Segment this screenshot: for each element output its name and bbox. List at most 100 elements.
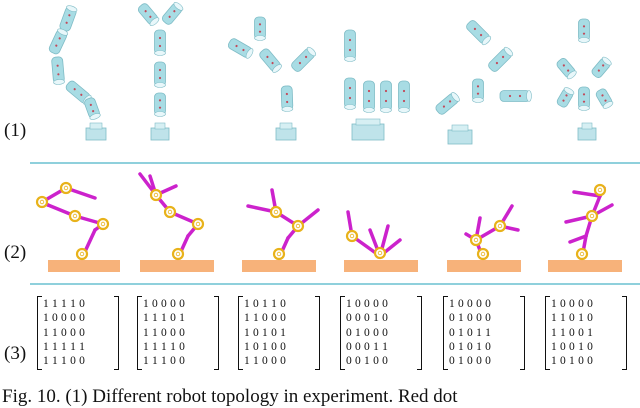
joint [272, 247, 286, 261]
matrix-row: 0 0 0 1 1 [346, 340, 389, 353]
row-label-1: (1) [4, 120, 27, 141]
red-dot [367, 99, 371, 103]
red-dot [582, 32, 586, 35]
red-dot [518, 94, 522, 98]
row-label-2: (2) [4, 242, 27, 263]
joint [291, 219, 305, 233]
adjacency-matrix-1: 1 1 1 1 0 1 0 0 0 0 1 1 0 0 0 1 1 1 1 1 … [37, 296, 125, 371]
joint [96, 217, 110, 231]
matrix-row: 0 1 0 1 1 [449, 326, 492, 339]
link-bar [572, 190, 602, 198]
cylinder-link [280, 85, 294, 112]
red-dot [508, 94, 512, 98]
red-dot [286, 100, 289, 104]
matrix-row: 1 0 1 0 0 [551, 355, 594, 368]
red-dot [158, 76, 162, 80]
joint [171, 247, 185, 261]
red-dot [158, 106, 162, 109]
red-dot [384, 89, 388, 93]
matrix-row: 1 1 1 0 0 [43, 355, 86, 368]
cylinder-link [84, 97, 101, 120]
red-dot [58, 37, 61, 40]
red-dot [479, 33, 483, 37]
red-dot [402, 99, 406, 103]
red-dot [57, 73, 60, 76]
red-dot [597, 69, 600, 72]
adjacency-matrix-3: 1 0 1 1 0 1 1 0 0 0 1 0 1 0 1 1 0 1 0 0 … [238, 296, 326, 371]
red-dot [158, 99, 162, 102]
red-dot [348, 86, 352, 90]
red-dot [567, 69, 570, 72]
robot-base [447, 124, 473, 145]
adjacency-matrix-4: 1 0 0 0 0 0 0 0 1 0 0 1 0 0 0 0 0 0 1 1 … [340, 296, 428, 371]
red-dot [242, 48, 245, 52]
ground-plate [344, 260, 418, 272]
robot-base [275, 122, 297, 141]
red-dot [173, 10, 176, 13]
ground-plate [548, 260, 622, 272]
joint [59, 181, 73, 195]
joint [75, 247, 89, 261]
red-dot [68, 14, 71, 17]
matrix-row: 1 0 1 0 1 [244, 326, 287, 339]
red-dot [602, 64, 605, 67]
red-dot [501, 55, 505, 59]
robot-base [577, 122, 597, 141]
cylinder-link [154, 61, 166, 88]
matrix-row: 1 1 1 0 1 [143, 312, 186, 325]
matrix-row: 1 0 0 0 0 [43, 312, 86, 325]
red-dot [473, 27, 477, 31]
red-dot [565, 94, 568, 97]
red-dot [367, 89, 371, 93]
cylinder-link [578, 18, 590, 43]
red-dot [80, 93, 83, 96]
red-dot [495, 61, 499, 65]
red-dot [271, 61, 274, 65]
cylinder-link [363, 80, 375, 113]
matrix-row: 1 1 0 1 0 [551, 312, 594, 325]
cylinder-link [578, 86, 590, 111]
red-dot [476, 92, 480, 95]
cylinder-link [344, 77, 356, 110]
red-dot [582, 100, 586, 103]
cylinder-link [499, 90, 532, 102]
ground-plate [48, 260, 120, 272]
matrix-row: 1 1 1 0 0 [143, 355, 186, 368]
red-dot [348, 38, 352, 42]
matrix-row: 1 1 0 0 0 [244, 312, 287, 325]
red-dot [168, 15, 171, 18]
joint [35, 195, 49, 209]
cylinder-link [398, 80, 410, 113]
matrix-row: 1 0 0 0 0 [449, 298, 492, 310]
red-dot [73, 88, 76, 91]
joint [68, 209, 82, 223]
matrix-row: 1 1 0 0 0 [244, 355, 287, 368]
joint [476, 247, 490, 261]
red-dot [562, 64, 565, 67]
cylinder-link [466, 20, 492, 46]
matrix-row: 1 1 1 1 0 [43, 298, 86, 310]
cylinder-link [435, 92, 460, 115]
cylinder-link [344, 29, 356, 62]
matrix-row: 0 1 0 0 0 [449, 312, 492, 325]
red-dot [92, 110, 95, 113]
red-dot [158, 36, 162, 40]
red-dot [89, 103, 92, 106]
matrix-row: 1 0 1 1 0 [244, 298, 287, 310]
red-dot [384, 99, 388, 103]
robot-schematic-row [35, 172, 622, 272]
cylinder-link [591, 56, 612, 78]
cylinder-link [161, 2, 184, 25]
robot-base [150, 122, 170, 141]
joint [373, 246, 387, 260]
red-dot [235, 44, 238, 48]
ground-plate [242, 260, 316, 272]
red-dot [65, 21, 68, 24]
robot-base [85, 122, 107, 141]
cylinder-link [556, 87, 575, 108]
matrix-row: 1 0 0 0 0 [346, 298, 389, 310]
cylinder-link [556, 58, 577, 80]
red-dot [144, 10, 147, 13]
red-dot [402, 89, 406, 93]
